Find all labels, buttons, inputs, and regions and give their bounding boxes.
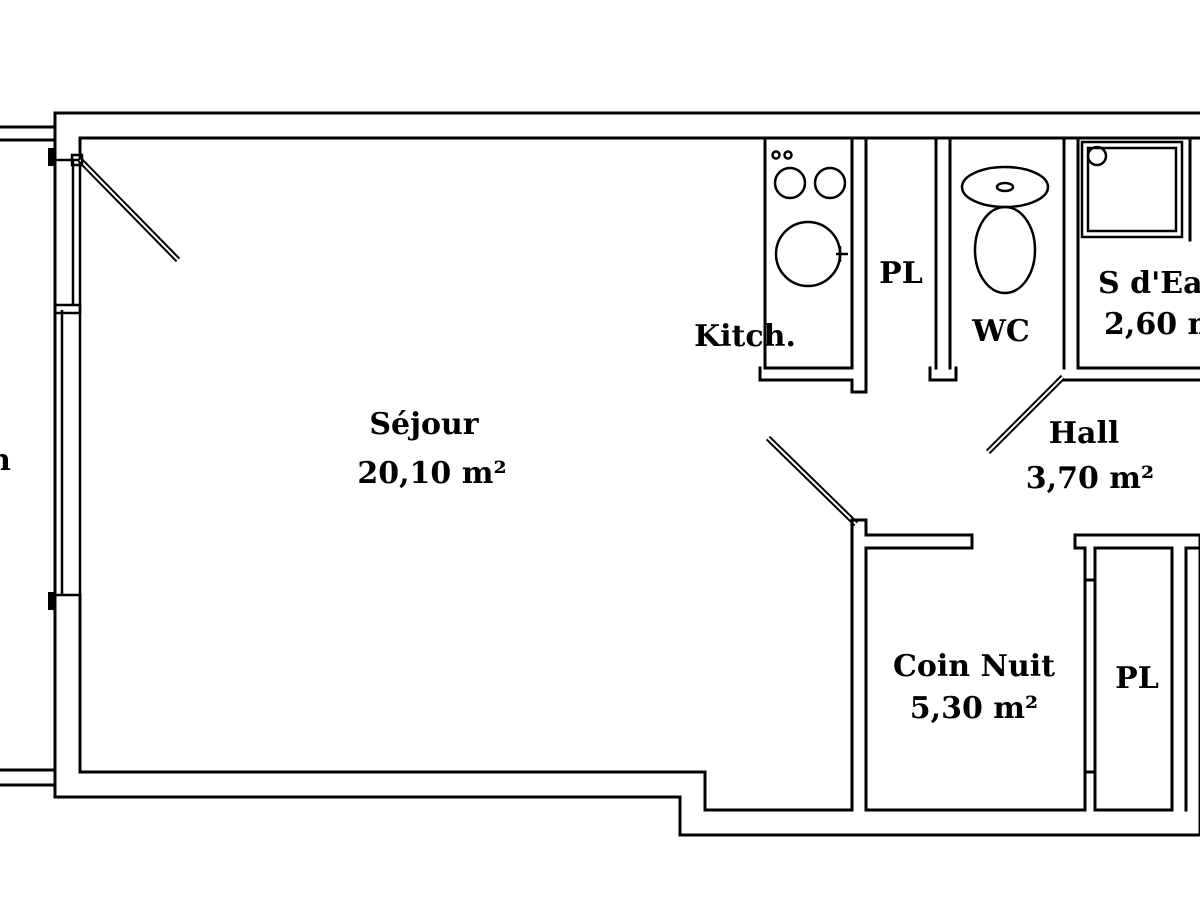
kitchen-block (758, 136, 868, 394)
label-kitchen-name: Kitch. (694, 319, 796, 354)
label-pl-top-name: PL (879, 256, 923, 291)
shower-tray (1080, 136, 1192, 242)
pl-top-walls (928, 136, 958, 382)
label-pl-bottom-name: PL (1115, 661, 1159, 696)
door-sejour-hall (765, 435, 859, 527)
label-sejour-area: 20,10 m² (357, 456, 506, 491)
label-wc-name: WC (971, 314, 1030, 349)
door-hall-bathroom (985, 374, 1066, 455)
label-bathroom-name: S d'Eau (1098, 266, 1200, 301)
coin-nuit-walls (850, 518, 1200, 837)
room-labels: Séjour 20,10 m² Kitch. PL WC S d'Eau 2,6… (0, 256, 1200, 726)
door-sejour-balcony (70, 153, 181, 263)
label-hall-name: Hall (1049, 416, 1120, 451)
label-bathroom-area: 2,60 m² (1104, 307, 1200, 342)
wc-block (960, 136, 1200, 382)
label-left-fragment: n (0, 443, 11, 478)
label-coin-nuit-area: 5,30 m² (910, 691, 1038, 726)
label-hall-area: 3,70 m² (1026, 461, 1154, 496)
label-sejour-name: Séjour (369, 407, 479, 442)
label-coin-nuit-name: Coin Nuit (893, 649, 1055, 684)
balcony-outline (0, 125, 57, 787)
outer-walls (48, 111, 1200, 837)
